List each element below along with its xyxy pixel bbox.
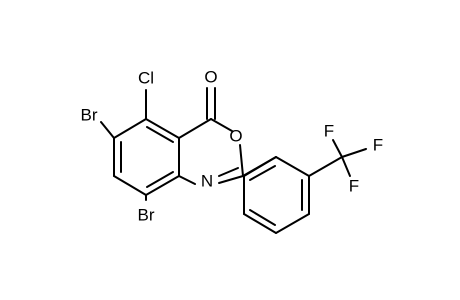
bond-c-f1	[332, 139, 343, 158]
bond-ph4-ph5-inner	[249, 209, 276, 226]
bond-c8-c8a-inner	[146, 171, 174, 188]
bond-ph6-ph1-inner	[249, 165, 276, 181]
bond-c4a-c5	[145, 118, 180, 139]
bond-c8-c8a	[145, 175, 180, 196]
atom-label-n-ring: N	[201, 172, 213, 191]
atom-label-br-8: Br	[138, 206, 155, 225]
atom-label-f-3: F	[349, 177, 359, 196]
bond-c5-c6	[113, 118, 147, 139]
bond-c6-br	[100, 121, 115, 139]
atom-labels: Cl O O N Br Br F F F	[81, 68, 384, 225]
bond-o3-c2	[239, 144, 244, 177]
bond-c7-c8	[113, 175, 147, 196]
bond-c-f2	[341, 148, 367, 158]
bond-n1-c8a	[178, 175, 196, 185]
atom-label-cl: Cl	[138, 69, 154, 88]
bond-c2-n1-inner	[218, 167, 239, 177]
bond-c4a-c5-inner	[146, 126, 174, 143]
bond-c4a-c4	[178, 118, 212, 139]
bond-c2-n1	[218, 175, 244, 184]
bond-ph6-ph1	[243, 156, 277, 177]
bond-ph2-cf3	[308, 156, 343, 177]
bond-ph3-ph4	[275, 213, 310, 234]
bonds	[100, 87, 367, 234]
bond-c4-o3	[210, 118, 233, 132]
bond-ph1-ph2	[275, 156, 310, 177]
atom-label-o-ring: O	[229, 127, 242, 146]
atom-label-f-2: F	[373, 136, 383, 155]
bond-ph4-ph5	[243, 213, 277, 234]
atom-label-br-6: Br	[81, 106, 98, 125]
bond-c-f3	[341, 156, 351, 177]
atom-label-f-1: F	[324, 122, 334, 141]
atom-label-o-carbonyl: O	[204, 68, 217, 87]
